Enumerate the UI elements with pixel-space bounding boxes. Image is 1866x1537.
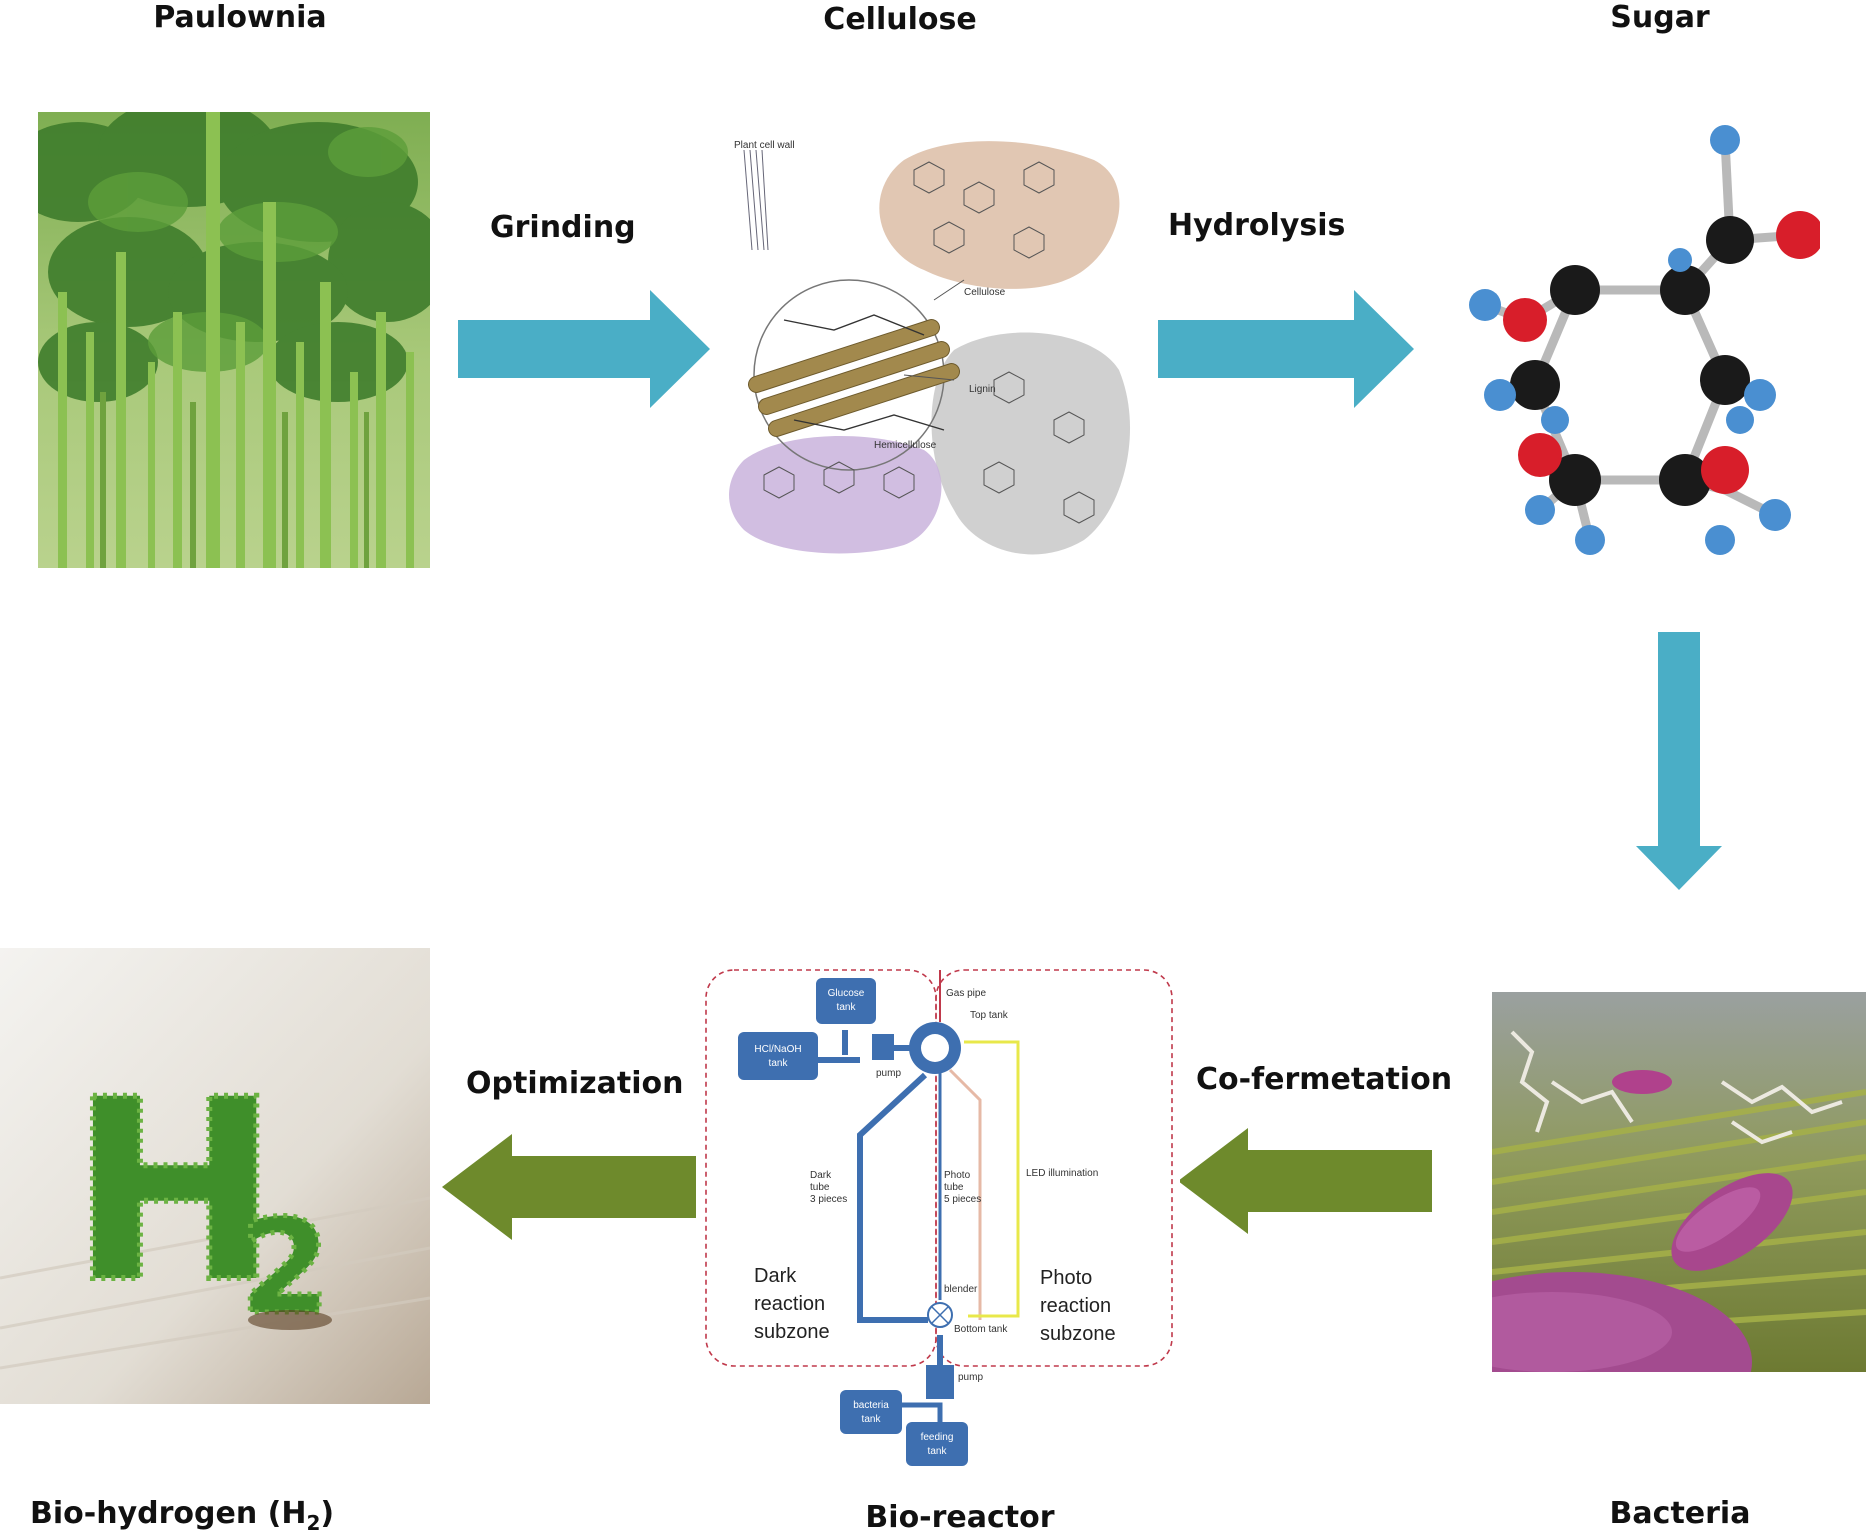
pump-bottom-label: pump <box>958 1372 983 1383</box>
arrow-feedstock <box>1636 632 1722 890</box>
dark-zone-line3: subzone <box>754 1321 830 1343</box>
step-cofermentation: Co-fermetation <box>1196 1062 1453 1097</box>
photo-zone-line2: reaction <box>1040 1295 1111 1317</box>
bottom-tank-label: Bottom tank <box>954 1324 1008 1335</box>
top-tank-label: Top tank <box>970 1010 1009 1021</box>
label-lignin: Lignin <box>969 384 996 395</box>
biohydrogen-prefix: Bio-hydrogen (H <box>30 1496 307 1531</box>
arrow-cofermentation <box>1178 1128 1432 1234</box>
title-bioreactor: Bio-reactor <box>865 1500 1055 1535</box>
led-label: LED illumination <box>1026 1168 1098 1179</box>
bacteria-image <box>1492 992 1866 1372</box>
arrow-optimization <box>442 1134 696 1240</box>
dark-zone-line1: Dark <box>754 1265 797 1287</box>
dark-tube-line3: 3 pieces <box>810 1194 847 1205</box>
title-sugar: Sugar <box>1610 0 1710 35</box>
gas-pipe-label: Gas pipe <box>946 988 986 999</box>
bacteria-tank-line1: bacteria <box>853 1400 889 1411</box>
sugar-molecule-model <box>1440 100 1820 580</box>
dark-zone-line2: reaction <box>754 1293 825 1315</box>
label-plant-cell-wall: Plant cell wall <box>734 140 795 151</box>
biohydrogen-suffix: ) <box>320 1496 335 1531</box>
title-bacteria: Bacteria <box>1609 1496 1751 1531</box>
photo-zone-line3: subzone <box>1040 1323 1116 1345</box>
bacteria-tank-line2: tank <box>862 1414 882 1425</box>
cellulose-structure-diagram: Plant cell wall Cellulose Lignin Hemicel… <box>724 130 1134 560</box>
photo-tube-line1: Photo <box>944 1170 971 1181</box>
bioreactor-schematic: Glucose tank HCl/NaOH tank bacteria tank… <box>700 960 1180 1470</box>
dark-tube-line1: Dark <box>810 1170 832 1181</box>
step-grinding: Grinding <box>490 210 636 245</box>
glucose-tank-line1: Glucose <box>828 988 865 999</box>
glucose-tank-line2: tank <box>837 1002 857 1013</box>
arrow-hydrolysis <box>1158 290 1414 408</box>
photo-zone-line1: Photo <box>1040 1267 1092 1289</box>
biohydrogen-subscript: 2 <box>306 1511 321 1535</box>
title-biohydrogen: Bio-hydrogen (H2) <box>30 1496 334 1535</box>
biohydrogen-h2-image: H 2 <box>0 948 430 1404</box>
paulownia-forest-image <box>38 112 430 568</box>
title-cellulose: Cellulose <box>823 2 977 37</box>
blender-label: blender <box>944 1284 978 1295</box>
photo-tube-line2: tube <box>944 1182 964 1193</box>
label-hemicellulose: Hemicellulose <box>874 440 937 451</box>
pump-top-label: pump <box>876 1068 901 1079</box>
step-optimization: Optimization <box>466 1066 684 1101</box>
hcl-tank-line1: HCl/NaOH <box>754 1044 801 1055</box>
feeding-tank-line1: feeding <box>921 1432 954 1443</box>
step-hydrolysis: Hydrolysis <box>1168 208 1346 243</box>
arrow-grinding <box>458 290 710 408</box>
feeding-tank-line2: tank <box>928 1446 948 1457</box>
h2-letter: H <box>70 1046 279 1337</box>
title-paulownia: Paulownia <box>153 0 327 35</box>
label-cellulose: Cellulose <box>964 287 1006 298</box>
dark-tube-line2: tube <box>810 1182 830 1193</box>
photo-tube-line3: 5 pieces <box>944 1194 981 1205</box>
hcl-tank-line2: tank <box>769 1058 789 1069</box>
